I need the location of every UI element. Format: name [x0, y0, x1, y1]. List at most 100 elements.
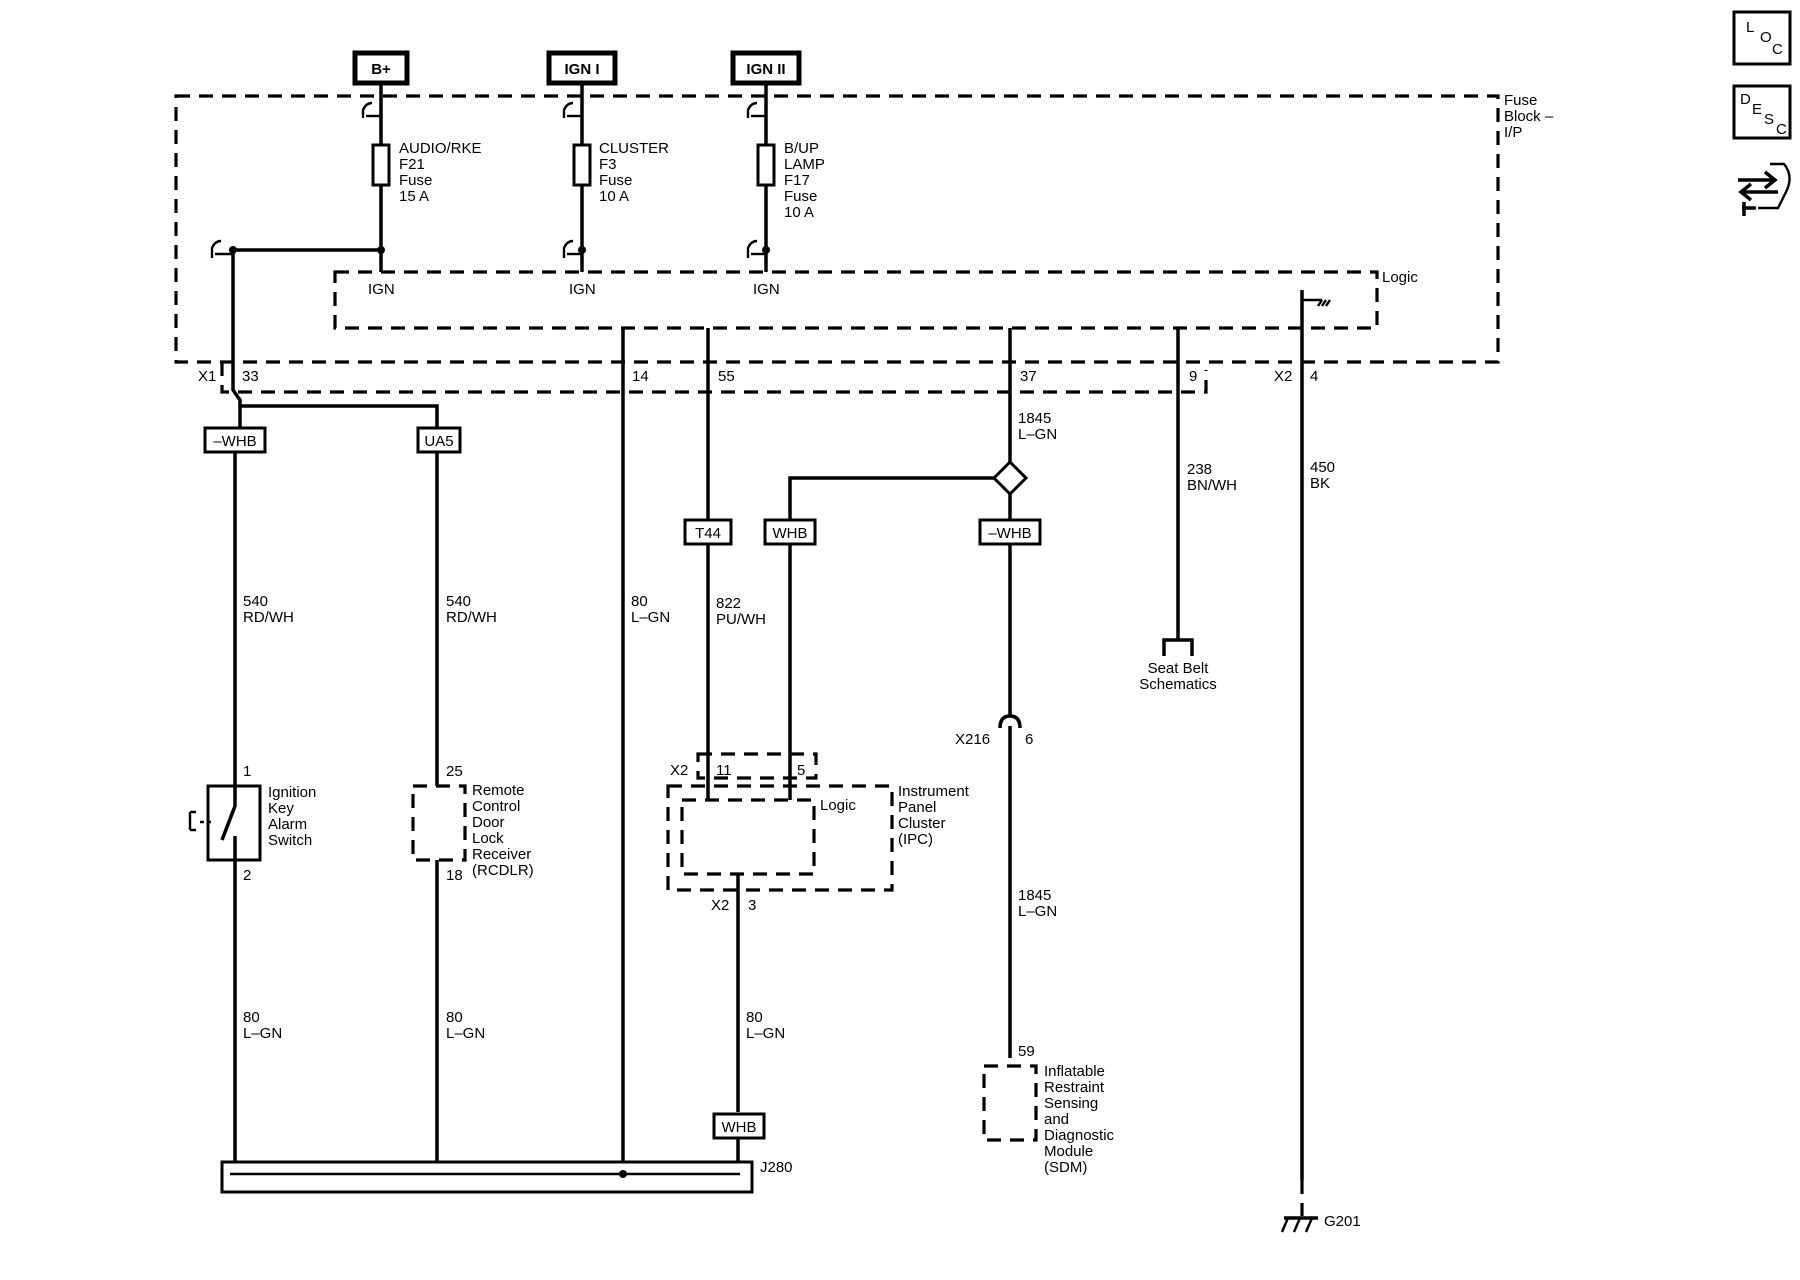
svg-text:10 A: 10 A — [784, 204, 814, 221]
pin-55: 55 — [718, 368, 735, 385]
x216-pin-6: 6 — [1025, 731, 1033, 748]
svg-text:I/P: I/P — [1504, 124, 1522, 141]
sdm-module — [982, 1064, 1038, 1142]
svg-text:Alarm: Alarm — [268, 816, 307, 833]
svg-text:Remote: Remote — [472, 782, 525, 799]
svg-text:L–GN: L–GN — [1018, 426, 1057, 443]
logic-label: Logic — [1382, 269, 1418, 286]
svg-text:80: 80 — [446, 1009, 463, 1026]
wire-label-822: 822 PU/WH — [716, 595, 766, 628]
svg-text:BK: BK — [1310, 475, 1330, 492]
desc-letter-s: S — [1764, 111, 1774, 128]
desc-letter-e: E — [1752, 101, 1762, 118]
svg-text:and: and — [1044, 1111, 1069, 1128]
connector-views-icon[interactable] — [1738, 162, 1791, 216]
desc-icon[interactable]: D E S C — [1732, 84, 1792, 140]
svg-text:Instrument: Instrument — [898, 783, 970, 800]
svg-text:(IPC): (IPC) — [898, 831, 933, 848]
svg-text:LAMP: LAMP — [784, 156, 825, 173]
svg-text:F21: F21 — [399, 156, 425, 173]
loc-letter-c: C — [1772, 41, 1783, 58]
rcdlr-module — [411, 784, 467, 862]
option-tag-whb-neg-right: –WHB — [978, 518, 1042, 546]
wire-label-540b: 540 RD/WH — [446, 593, 497, 626]
svg-text:540: 540 — [243, 593, 268, 610]
svg-text:–WHB: –WHB — [213, 433, 256, 450]
svg-text:Module: Module — [1044, 1143, 1093, 1160]
svg-text:15 A: 15 A — [399, 188, 429, 205]
svg-text:PU/WH: PU/WH — [716, 611, 766, 628]
splice-diamond — [991, 459, 1029, 497]
svg-text:Panel: Panel — [898, 799, 936, 816]
svg-text:L–GN: L–GN — [243, 1025, 282, 1042]
splice-pack-j280 — [220, 1160, 754, 1194]
logic-box — [333, 270, 1379, 330]
pin-9: 9 — [1189, 368, 1197, 385]
svg-text:450: 450 — [1310, 459, 1335, 476]
ign-label-f17: IGN — [753, 281, 780, 298]
splice-j280-label: J280 — [760, 1159, 793, 1176]
ign-label-f3: IGN — [569, 281, 596, 298]
wire-label-1845-top: 1845 L–GN — [1018, 410, 1057, 443]
rcdlr-label: Remote Control Door Lock Receiver (RCDLR… — [472, 782, 534, 879]
seat-belt-ref-icon — [1162, 638, 1194, 656]
ipc-module — [666, 784, 894, 892]
fuse-f17 — [746, 83, 776, 272]
wire-label-80b: 80 L–GN — [446, 1009, 485, 1042]
svg-text:Lock: Lock — [472, 830, 504, 847]
svg-text:Seat Belt: Seat Belt — [1148, 660, 1210, 677]
svg-text:Fuse: Fuse — [399, 172, 432, 189]
loc-icon[interactable]: L O C — [1732, 10, 1792, 66]
x216-connector — [998, 710, 1022, 1058]
svg-text:80: 80 — [243, 1009, 260, 1026]
svg-text:Fuse: Fuse — [1504, 92, 1537, 109]
svg-text:Door: Door — [472, 814, 505, 831]
rcdlr-pin-18: 18 — [446, 867, 463, 884]
svg-text:WHB: WHB — [773, 525, 808, 542]
pin-14: 14 — [632, 368, 649, 385]
svg-text:Sensing: Sensing — [1044, 1095, 1098, 1112]
wire-label-450: 450 BK — [1310, 459, 1335, 492]
switch-pin-2: 2 — [243, 867, 251, 884]
ipc-logic-label: Logic — [820, 797, 856, 814]
svg-text:10 A: 10 A — [599, 188, 629, 205]
wire-label-238: 238 BN/WH — [1187, 461, 1237, 494]
svg-text:Inflatable: Inflatable — [1044, 1063, 1105, 1080]
option-tag-whb-bottom: WHB — [712, 1112, 766, 1140]
seat-belt-schematics-link[interactable]: Seat Belt Schematics — [1139, 660, 1217, 693]
svg-text:Receiver: Receiver — [472, 846, 531, 863]
svg-text:Switch: Switch — [268, 832, 312, 849]
x216-label: X216 — [955, 731, 990, 748]
sdm-label: Inflatable Restraint Sensing and Diagnos… — [1044, 1063, 1115, 1176]
wire-540-left-upper — [231, 250, 242, 406]
pin-x2: X2 — [1274, 368, 1292, 385]
svg-text:L–GN: L–GN — [631, 609, 670, 626]
desc-letter-c: C — [1776, 121, 1787, 138]
svg-text:Cluster: Cluster — [898, 815, 946, 832]
desc-letter-d: D — [1740, 91, 1751, 108]
svg-text:540: 540 — [446, 593, 471, 610]
option-tag-t44: T44 — [683, 518, 733, 546]
svg-text:822: 822 — [716, 595, 741, 612]
ipc-x2-connector — [696, 752, 818, 780]
svg-text:L–GN: L–GN — [746, 1025, 785, 1042]
svg-text:T44: T44 — [695, 525, 721, 542]
fuse-f17-label: B/UP LAMP F17 Fuse 10 A — [784, 140, 825, 221]
loc-letter-o: O — [1760, 29, 1772, 46]
wire-label-1845-bottom: 1845 L–GN — [1018, 887, 1057, 920]
svg-text:B/UP: B/UP — [784, 140, 819, 157]
option-tag-whb-neg-left: –WHB — [203, 426, 267, 454]
svg-text:WHB: WHB — [722, 1119, 757, 1136]
pin-x1: X1 — [198, 368, 216, 385]
ipc-x2-bottom-label: X2 — [711, 897, 729, 914]
sdm-pin-59: 59 — [1018, 1043, 1035, 1060]
svg-text:1845: 1845 — [1018, 887, 1051, 904]
pin-37: 37 — [1020, 368, 1037, 385]
ign2-label: IGN II — [746, 61, 785, 78]
svg-text:Schematics: Schematics — [1139, 676, 1217, 693]
ipc-pin-11: 11 — [716, 762, 732, 779]
svg-text:RD/WH: RD/WH — [243, 609, 294, 626]
wire-label-540a: 540 RD/WH — [243, 593, 294, 626]
svg-text:F3: F3 — [599, 156, 617, 173]
svg-text:CLUSTER: CLUSTER — [599, 140, 669, 157]
